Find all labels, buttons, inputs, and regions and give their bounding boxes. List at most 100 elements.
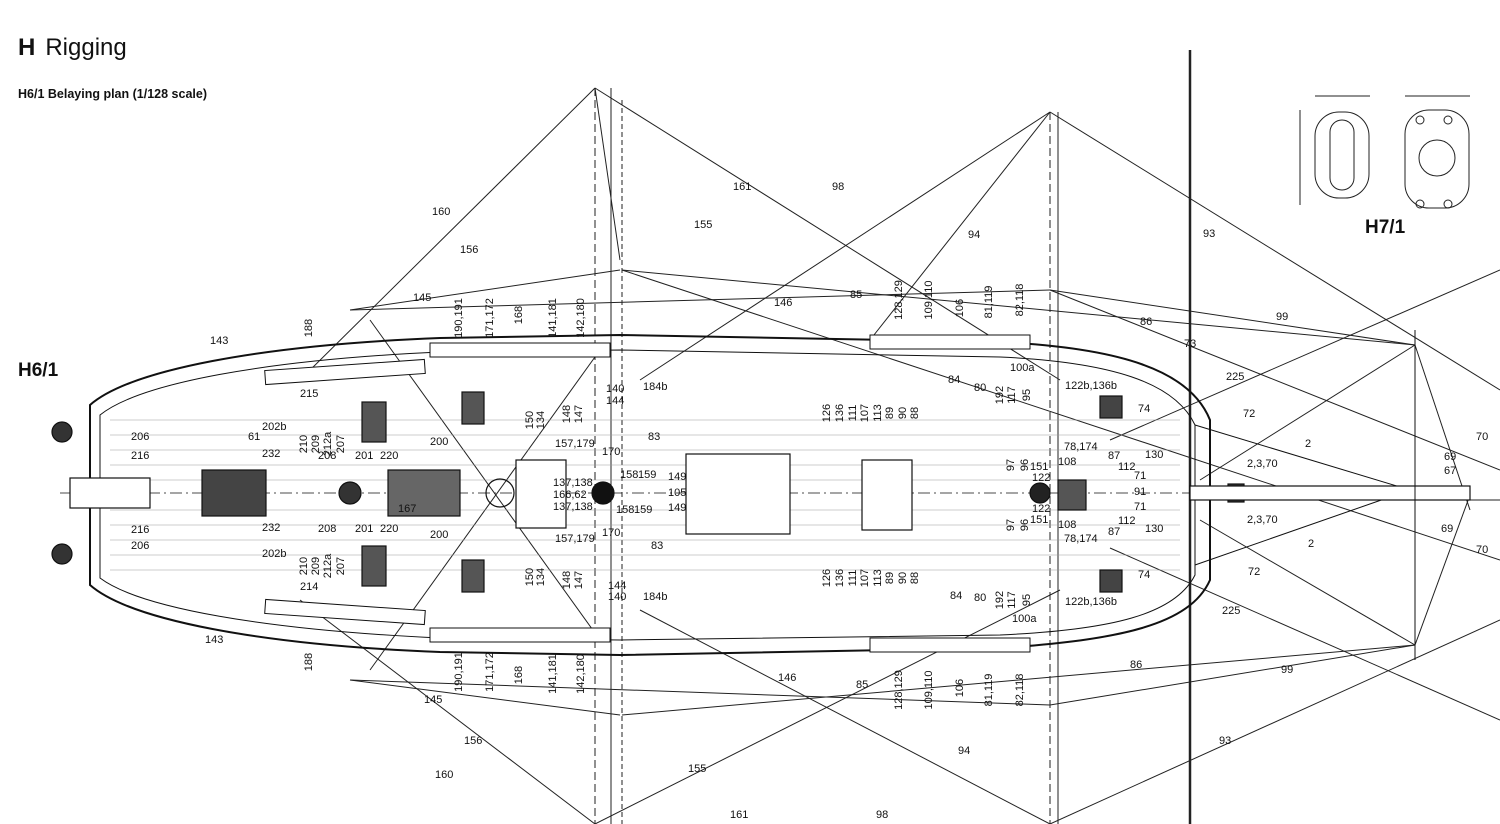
callout-label: 87	[1108, 450, 1120, 462]
callout-label-vertical: 95	[1021, 594, 1033, 606]
callout-label: 144	[608, 580, 626, 592]
callout-label-vertical: 142,180	[575, 654, 587, 694]
callout-label: 2,3,70	[1247, 514, 1278, 526]
callout-label-vertical: 207	[335, 557, 347, 575]
callout-label: 216	[131, 450, 149, 462]
callout-label-vertical: 148	[561, 571, 573, 589]
callout-label: 100a	[1012, 613, 1037, 625]
callout-label-vertical: 150	[524, 568, 536, 586]
callout-label: 137,138	[553, 477, 593, 489]
callout-label-vertical: 148	[561, 405, 573, 423]
callout-label-vertical: 88	[909, 407, 921, 419]
callout-label-vertical: 89	[884, 572, 896, 584]
callout-label: 98	[876, 809, 888, 821]
callout-label: 157,179	[555, 438, 595, 450]
callout-label: 166,62	[553, 489, 587, 501]
callout-label: 145	[424, 694, 442, 706]
callout-label: 74	[1138, 569, 1150, 581]
callout-label: 108	[1058, 456, 1076, 468]
callout-label: 69	[1444, 451, 1456, 463]
callout-label: 225	[1222, 605, 1240, 617]
callout-label: 202b	[262, 421, 286, 433]
callout-label: 73	[1184, 338, 1196, 350]
callout-label: 93	[1203, 228, 1215, 240]
callout-label: 184b	[643, 591, 667, 603]
callout-label: 160	[435, 769, 453, 781]
callout-label-vertical: 111	[847, 570, 859, 587]
callout-label: 112	[1118, 461, 1136, 473]
callout-label: 184b	[643, 381, 667, 393]
deck-fittings	[51, 391, 1245, 593]
callout-label: 157,179	[555, 533, 595, 545]
callout-label: 161	[730, 809, 748, 821]
callout-label: 67	[1444, 465, 1456, 477]
callout-label-vertical: 128,129	[893, 280, 905, 320]
callout-label: 215	[300, 388, 318, 400]
callout-label-vertical: 97	[1005, 519, 1017, 531]
callout-label-vertical: 109,110	[923, 671, 935, 710]
callout-label: 149	[668, 502, 686, 514]
section-name: Rigging	[45, 34, 127, 61]
callout-label: 200	[430, 529, 448, 541]
callout-label: 83	[648, 431, 660, 443]
callout-label-vertical: 107	[859, 404, 871, 422]
callout-label: 93	[1219, 735, 1231, 747]
callout-label: 137,138	[553, 501, 593, 513]
callout-label-vertical: 90	[897, 572, 909, 584]
callout-label: 122b,136b	[1065, 596, 1117, 608]
callout-label-vertical: 97	[1005, 459, 1017, 471]
callout-label: 71	[1134, 470, 1146, 482]
callout-label-vertical: 96	[1019, 519, 1031, 531]
callout-label: 91	[1134, 486, 1146, 498]
callout-label-vertical: 150	[524, 411, 536, 429]
callout-label: 159	[634, 504, 652, 516]
callout-label-vertical: 109,110	[923, 281, 935, 320]
callout-label: 80	[974, 382, 986, 394]
callout-label-vertical: 188	[303, 319, 315, 337]
callout-label-vertical: 106	[954, 679, 966, 697]
plan-label-h6-1: H6/1	[18, 360, 59, 381]
callout-label: 86	[1140, 316, 1152, 328]
callout-label: 130	[1145, 449, 1163, 461]
callout-label-vertical: 190,191	[453, 652, 465, 692]
callout-label: 108	[1058, 519, 1076, 531]
callout-label-vertical: 192	[994, 591, 1006, 609]
callout-label: 146	[778, 672, 796, 684]
callout-label: 78,174	[1064, 441, 1098, 453]
callout-label: 122	[1032, 472, 1050, 484]
callout-label: 167	[398, 503, 416, 515]
callout-label-vertical: 141,181	[547, 654, 559, 694]
callout-label: 61	[248, 431, 260, 443]
callout-label: 208	[318, 450, 336, 462]
callout-label: 206	[131, 540, 149, 552]
plan-subtitle: H6/1 Belaying plan (1/128 scale)	[18, 87, 207, 101]
callout-label: 201	[355, 523, 373, 535]
callout-label-vertical: 89	[884, 407, 896, 419]
callout-label-vertical: 168	[513, 306, 525, 324]
callout-label: 94	[968, 229, 980, 241]
callout-label: 216	[131, 524, 149, 536]
callout-label: 151	[1030, 514, 1048, 526]
callout-label: 72	[1248, 566, 1260, 578]
callout-label: 232	[262, 522, 280, 534]
callout-label: 86	[1130, 659, 1142, 671]
callout-label: 140	[606, 383, 624, 395]
callout-label: 208	[318, 523, 336, 535]
callout-label: 151	[1030, 461, 1048, 473]
callout-label: 155	[694, 219, 712, 231]
callout-label-vertical: 209	[310, 435, 322, 453]
callout-label-vertical: 171,172	[484, 298, 496, 338]
callout-label-vertical: 96	[1019, 459, 1031, 471]
callout-label-vertical: 188	[303, 653, 315, 671]
callout-label-vertical: 117	[1006, 591, 1018, 609]
callout-label-vertical: 136	[834, 404, 846, 422]
callout-label: 232	[262, 448, 280, 460]
callout-label: 220	[380, 450, 398, 462]
callout-label: 84	[948, 374, 960, 386]
callout-label-vertical: 147	[573, 571, 585, 589]
callout-label: 158	[616, 504, 634, 516]
callout-label: 112	[1118, 515, 1136, 527]
callout-label: 98	[832, 181, 844, 193]
callout-label-vertical: 128,129	[893, 670, 905, 710]
